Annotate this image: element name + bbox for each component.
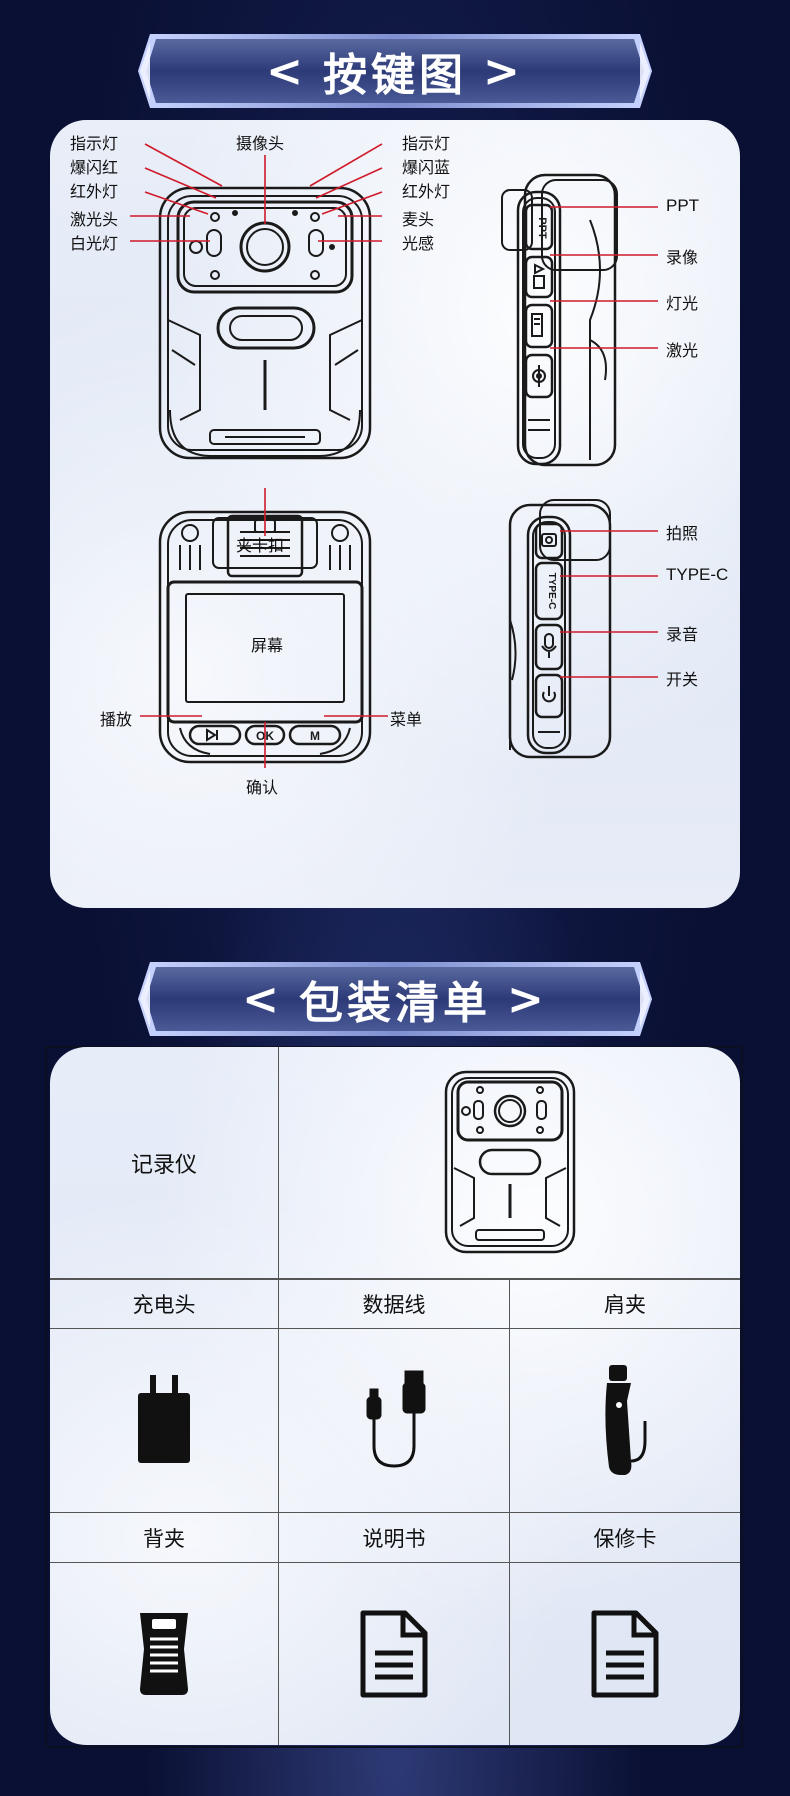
cell-cable-image	[279, 1329, 510, 1513]
bracket-left: <	[242, 973, 283, 1025]
label-camera: 摄像头	[236, 134, 285, 153]
item-name-back-clip: 背夹	[143, 1526, 185, 1551]
bracket-left: <	[266, 45, 307, 97]
buttons-section-banner: < 按键图 >	[136, 30, 654, 112]
item-name-cable: 数据线	[362, 1293, 426, 1317]
label-lamp: 灯光	[666, 294, 699, 313]
back-clip-icon	[140, 1613, 188, 1695]
label-type-c: TYPE-C	[666, 565, 729, 584]
label-white-light: 白光灯	[70, 234, 119, 253]
label-record-audio: 录音	[666, 625, 699, 644]
label-photo: 拍照	[666, 524, 699, 543]
item-name-shoulder-clip: 肩夹	[604, 1293, 646, 1317]
label-laser-head: 激光头	[70, 210, 119, 229]
bracket-right: >	[483, 45, 524, 97]
cell-recorder-name: 记录仪	[50, 1047, 279, 1279]
side-view-1-device: PPT	[501, 173, 618, 467]
side-view-2-device: TYPE-C	[508, 499, 612, 759]
front-view-device	[158, 186, 372, 460]
bracket-right: >	[507, 973, 548, 1025]
item-name-recorder: 记录仪	[130, 1152, 197, 1178]
title-text: 包装清单	[299, 978, 491, 1029]
panel-glow	[50, 120, 740, 908]
cell-warranty-image	[510, 1563, 740, 1745]
label-ppt: PPT	[666, 196, 700, 215]
package-table: 记录仪 充电头 数据线 肩夹	[50, 1047, 740, 1745]
label-screen-text: 屏幕	[251, 636, 284, 655]
cell-back-clip-header: 背夹	[50, 1513, 279, 1563]
cell-charger-header: 充电头	[50, 1279, 279, 1329]
label-ir-right: 红外灯	[402, 182, 451, 201]
label-power: 开关	[666, 670, 699, 689]
buttons-diagram-panel: PPT	[50, 120, 740, 908]
cell-warranty-header: 保修卡	[510, 1513, 740, 1563]
label-mic: 麦头	[402, 210, 435, 229]
package-section-banner: < 包装清单 >	[136, 958, 654, 1040]
label-indicator-right: 指示灯	[402, 134, 451, 153]
charger-icon	[138, 1374, 190, 1463]
cell-recorder-image	[279, 1047, 740, 1279]
banner-frame	[138, 34, 652, 108]
label-laser: 激光	[666, 341, 699, 360]
label-indicator-left: 指示灯	[70, 134, 119, 153]
usb-cable-icon	[366, 1370, 426, 1468]
item-name-manual: 说明书	[362, 1526, 426, 1551]
cell-cable-header: 数据线	[279, 1279, 510, 1329]
label-ir-left: 红外灯	[70, 182, 119, 201]
item-name-warranty: 保修卡	[593, 1526, 657, 1551]
banner-frame	[138, 962, 652, 1036]
label-clip-buckle: 夹卡扣	[236, 536, 285, 555]
cell-back-clip-image	[50, 1563, 279, 1745]
item-name-charger: 充电头	[132, 1293, 196, 1317]
ppt-button-mark: PPT	[536, 217, 548, 239]
cell-shoulder-clip-header: 肩夹	[510, 1279, 740, 1329]
warranty-card-icon	[591, 1610, 659, 1698]
label-menu: 菜单	[390, 710, 423, 729]
cell-shoulder-clip-image	[510, 1329, 740, 1513]
label-record-video: 录像	[666, 248, 699, 267]
typec-port-mark: TYPE-C	[546, 573, 557, 610]
buttons-section-title: < 按键图 >	[136, 30, 654, 112]
title-text: 按键图	[323, 50, 467, 101]
m-button-mark: M	[310, 729, 320, 743]
cell-manual-image	[279, 1563, 510, 1745]
shoulder-clip-icon	[605, 1364, 647, 1475]
cell-charger-image	[50, 1329, 279, 1513]
device-drawings: PPT	[130, 143, 658, 768]
label-flash-red: 爆闪红	[70, 158, 119, 177]
document-icon	[360, 1610, 428, 1698]
cell-manual-header: 说明书	[279, 1513, 510, 1563]
leader-lines	[130, 143, 658, 768]
label-play: 播放	[100, 710, 133, 729]
label-flash-blue: 爆闪蓝	[402, 158, 451, 177]
package-section-title: < 包装清单 >	[136, 958, 654, 1040]
recorder-illustration	[444, 1070, 575, 1253]
label-confirm: 确认	[246, 778, 279, 797]
label-light-sensor: 光感	[402, 234, 435, 253]
